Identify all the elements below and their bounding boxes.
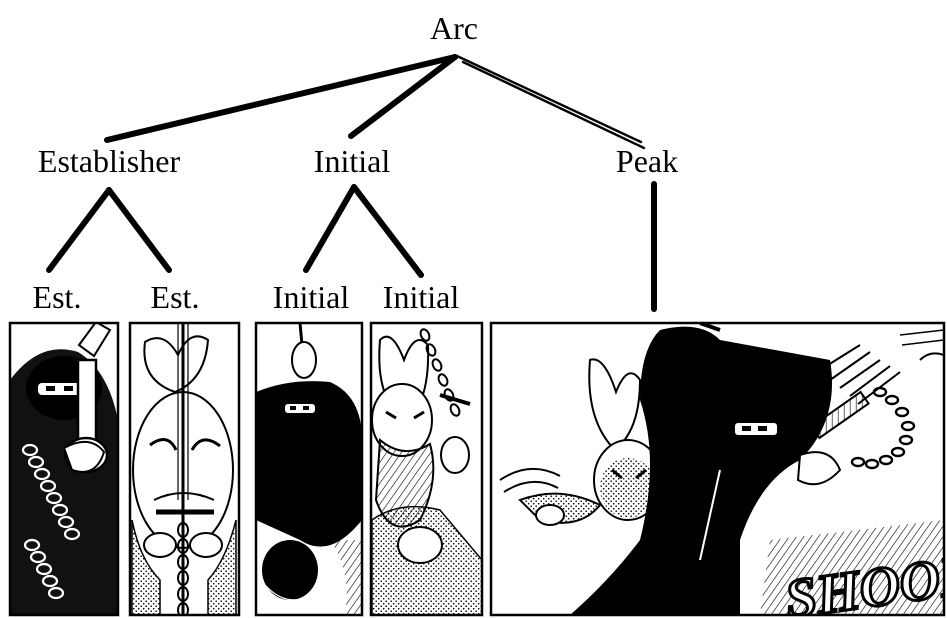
node-label-initial: Initial: [314, 143, 391, 179]
branch-establisher-to-est-2: [109, 190, 169, 270]
branch-arc-to-peak: [457, 56, 644, 148]
leaf-label-initial-2: Initial: [383, 279, 460, 315]
tree-branches: [49, 56, 654, 309]
branch-initial-to-initial-2: [354, 187, 421, 275]
node-label-arc: Arc: [430, 10, 478, 46]
comic-panels: SHOOK: [10, 322, 947, 618]
leaf-label-initial-1: Initial: [273, 279, 350, 315]
node-label-peak: Peak: [616, 143, 678, 179]
node-label-establisher: Establisher: [38, 143, 181, 179]
branch-establisher-to-est-1: [49, 190, 109, 270]
comic-panel-initial-2: [371, 323, 482, 615]
leaf-label-est-2: Est.: [151, 279, 200, 315]
leaf-label-est-1: Est.: [33, 279, 82, 315]
comic-panel-est-1: [10, 322, 118, 615]
comic-panel-est-2: [130, 323, 239, 617]
tree-labels: Arc Establisher Initial Peak Est. Est. I…: [33, 10, 679, 315]
comic-panel-initial-1: [256, 323, 362, 615]
branch-initial-to-initial-1: [306, 187, 354, 270]
comic-panel-peak: SHOOK: [491, 323, 947, 618]
